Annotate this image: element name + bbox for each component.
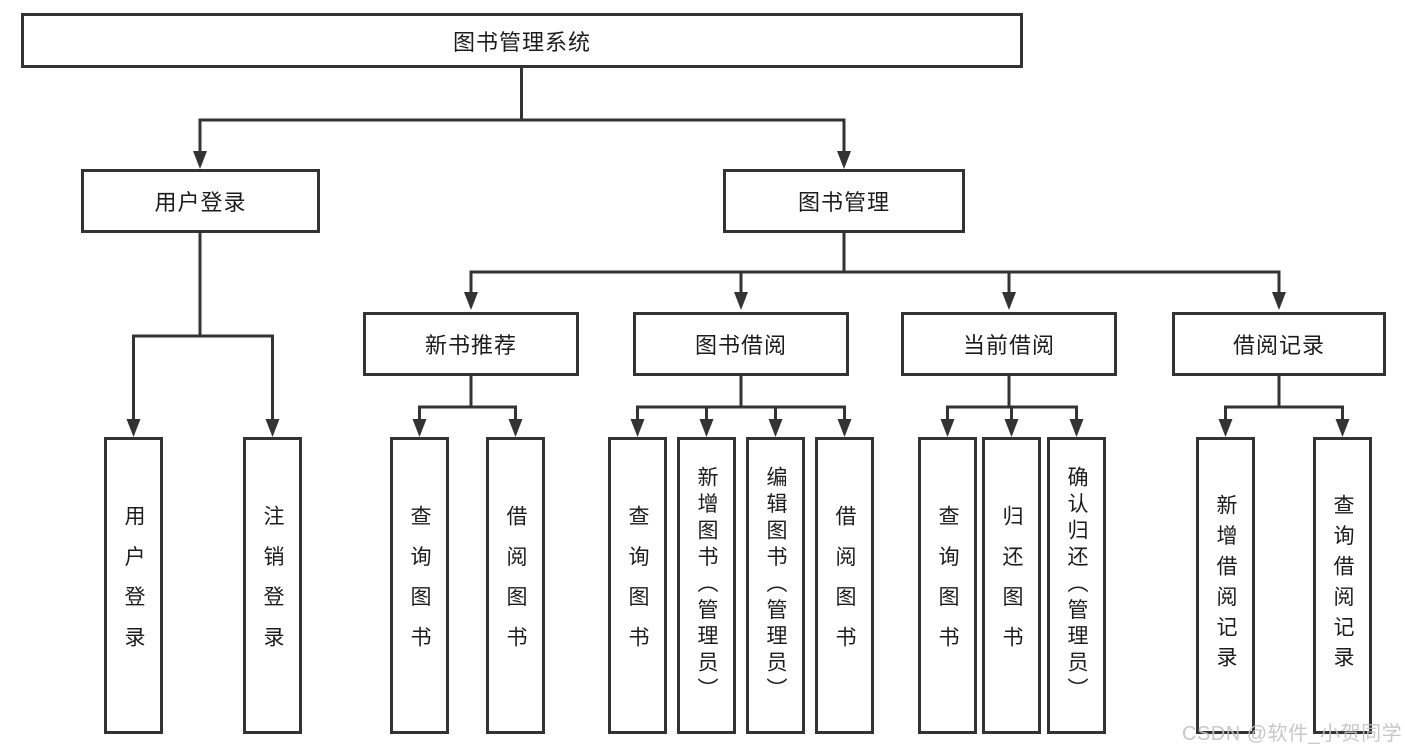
node-user-login: 用户登录 — [81, 169, 320, 233]
edges-book-borrow — [630, 376, 852, 437]
node-root: 图书管理系统 — [21, 13, 1023, 68]
leaf-user-login: 用户登录 — [104, 437, 163, 734]
leaf-add-book-admin: 新增图书（管理员） — [677, 437, 736, 734]
watermark: CSDN @软件_小贺同学 — [1182, 723, 1403, 745]
leaf-return-book-label: 归还图书 — [1000, 504, 1023, 667]
node-book-borrow: 图书借阅 — [633, 312, 849, 376]
node-book-management: 图书管理 — [723, 169, 965, 233]
leaf-user-login-label: 用户登录 — [122, 504, 145, 667]
node-current-borrow-label: 当前借阅 — [962, 333, 1055, 358]
node-new-book-recommend-label: 新书推荐 — [424, 333, 517, 358]
leaf-query-borrow-record-label: 查询借阅记录 — [1331, 494, 1354, 677]
node-root-label: 图书管理系统 — [452, 29, 591, 55]
edges-current-borrow — [940, 376, 1084, 437]
leaf-borrow-books-recommend: 借阅图书 — [486, 437, 545, 734]
leaf-edit-book-admin-label: 编辑图书（管理员） — [764, 466, 787, 705]
node-book-management-label: 图书管理 — [797, 190, 890, 215]
leaf-confirm-return-admin: 确认归还（管理员） — [1047, 437, 1106, 734]
leaf-query-books-borrow-label: 查询图书 — [626, 504, 649, 667]
leaf-add-book-admin-label: 新增图书（管理员） — [695, 466, 718, 705]
leaf-confirm-return-admin-label: 确认归还（管理员） — [1065, 466, 1088, 705]
edges-user-login — [126, 233, 280, 437]
leaf-query-books-recommend-label: 查询图书 — [408, 504, 431, 667]
leaf-edit-book-admin: 编辑图书（管理员） — [746, 437, 805, 734]
leaf-add-borrow-record-label: 新增借阅记录 — [1214, 494, 1237, 677]
node-new-book-recommend: 新书推荐 — [363, 312, 579, 376]
leaf-query-books-current: 查询图书 — [918, 437, 977, 734]
node-current-borrow: 当前借阅 — [901, 312, 1117, 376]
leaf-query-books-recommend: 查询图书 — [390, 437, 449, 734]
leaf-query-borrow-record: 查询借阅记录 — [1313, 437, 1372, 734]
edges-new-book-recommend — [412, 376, 523, 437]
node-user-login-label: 用户登录 — [154, 190, 247, 215]
leaf-borrow-books-label: 借阅图书 — [833, 504, 856, 667]
leaf-logout: 注销登录 — [243, 437, 302, 734]
leaf-borrow-books: 借阅图书 — [815, 437, 874, 734]
leaf-query-books-borrow: 查询图书 — [608, 437, 667, 734]
edges-book-management — [464, 233, 1286, 310]
node-borrow-records-label: 借阅记录 — [1232, 333, 1325, 358]
leaf-return-book: 归还图书 — [982, 437, 1041, 734]
edges-root — [193, 68, 851, 169]
node-book-borrow-label: 图书借阅 — [694, 333, 787, 358]
leaf-logout-label: 注销登录 — [261, 504, 284, 667]
leaf-add-borrow-record: 新增借阅记录 — [1196, 437, 1255, 734]
leaf-query-books-current-label: 查询图书 — [936, 504, 959, 667]
leaf-borrow-books-recommend-label: 借阅图书 — [504, 504, 527, 667]
edges-borrow-records — [1218, 376, 1350, 437]
node-borrow-records: 借阅记录 — [1172, 312, 1386, 376]
